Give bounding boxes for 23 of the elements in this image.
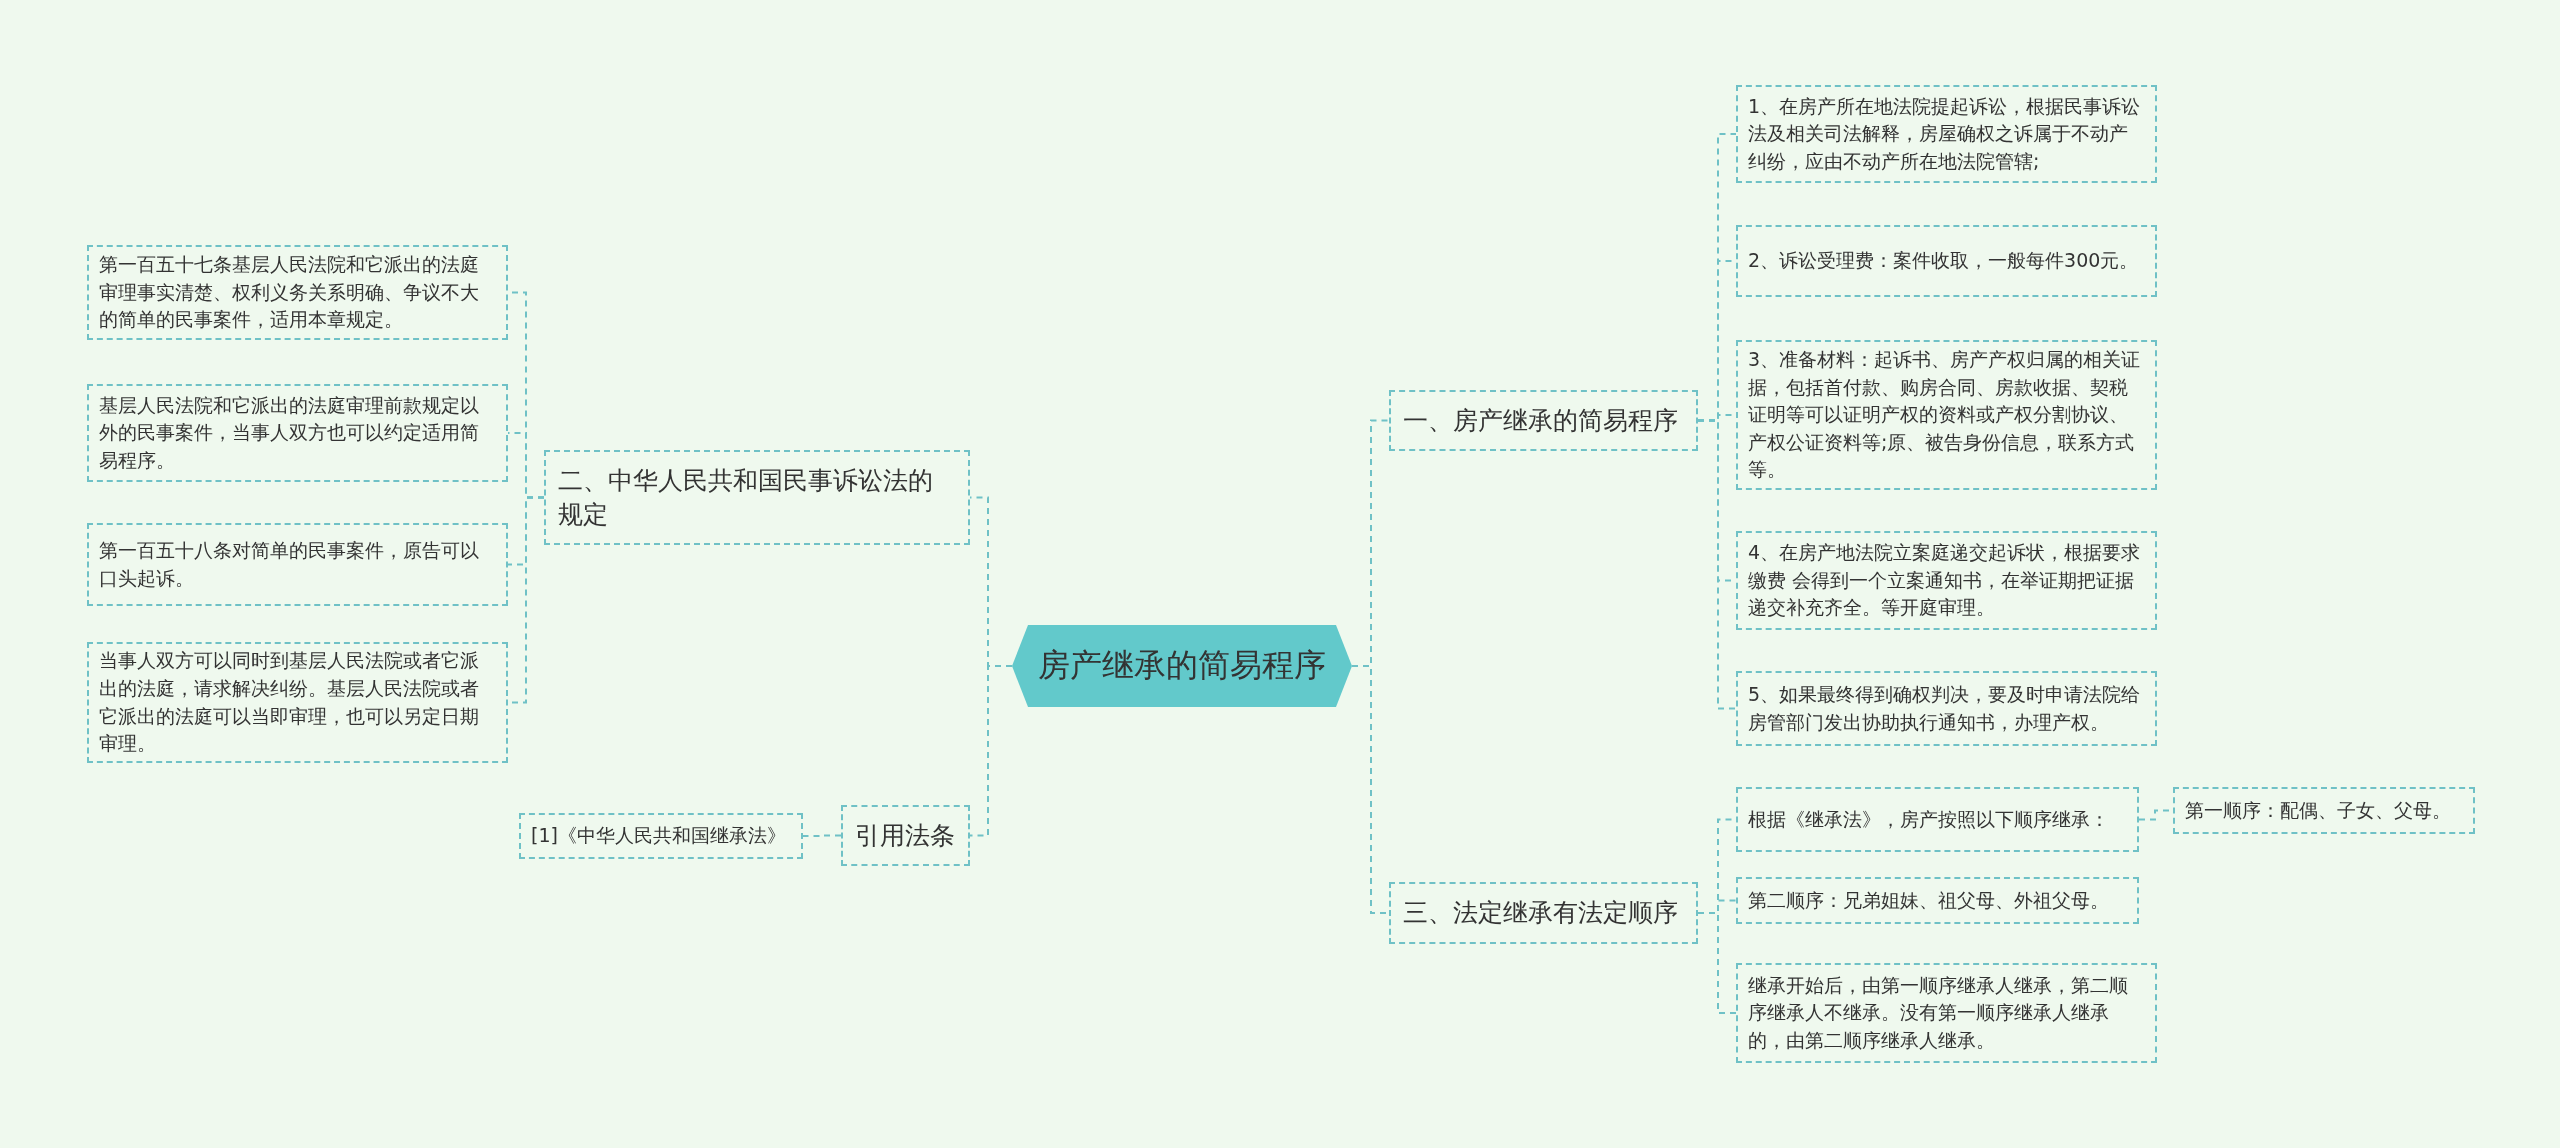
subtopic-box: 5、如果最终得到确权判决，要及时申请法院给房管部门发出协助执行通知书，办理产权。	[1736, 671, 2157, 746]
subtopic-box: 2、诉讼受理费：案件收取，一般每件300元。	[1736, 225, 2157, 297]
connector	[1697, 912, 1737, 1014]
subtopic-box: 根据《继承法》，房产按照以下顺序继承：	[1736, 787, 2139, 852]
subtopic-box: 继承开始后，由第一顺序继承人继承，第二顺序继承人不继承。没有第一顺序继承人继承的，由第二顺序继承人继承。	[1736, 963, 2157, 1063]
central-topic: 房产继承的简易程序	[1012, 625, 1352, 707]
topic-box: 二、中华人民共和国民事诉讼法的规定	[544, 450, 970, 545]
topic-box: 三、法定继承有法定顺序	[1389, 882, 1698, 944]
topic-box: 一、房产继承的简易程序	[1389, 390, 1698, 451]
subtopic-box: 第一百五十七条基层人民法院和它派出的法庭审理事实清楚、权利义务关系明确、争议不大的简单的民事案件，适用本章规定。	[87, 245, 508, 340]
subtopic-box: [1]《中华人民共和国继承法》	[519, 813, 803, 859]
subtopic-box: 第二顺序：兄弟姐妹、祖父母、外祖父母。	[1736, 877, 2139, 924]
subtopic-box: 当事人双方可以同时到基层人民法院或者它派出的法庭，请求解决纠纷。基层人民法院或者它派出的法庭可以当即审理，也可以另定日期审理。	[87, 642, 508, 763]
subtopic-box: 第一百五十八条对简单的民事案件，原告可以口头起诉。	[87, 523, 508, 606]
connector	[969, 665, 1013, 837]
subtopic-box: 1、在房产所在地法院提起诉讼，根据民事诉讼法及相关司法解释，房屋确权之诉属于不动产纠纷，应由不动产所在地法院管辖;	[1736, 85, 2157, 183]
subtopic-box: 3、准备材料：起诉书、房产产权归属的相关证据，包括首付款、购房合同、房款收据、契税证明等可以证明产权的资料或产权分割协议、产权公证资料等;原、被告身份信息，联系方式等。	[1736, 340, 2157, 490]
subtopic-box: 4、在房产地法院立案庭递交起诉状，根据要求缴费 会得到一个立案通知书，在举证期把证据递交补充齐全。等开庭审理。	[1736, 531, 2157, 630]
connector	[802, 834, 842, 837]
subtopic-box: 第一顺序：配偶、子女、父母。	[2173, 787, 2475, 834]
subtopic-box: 基层人民法院和它派出的法庭审理前款规定以外的民事案件，当事人双方也可以约定适用简易程序。	[87, 384, 508, 482]
topic-box: 引用法条	[841, 805, 970, 866]
connector	[1697, 419, 1737, 710]
